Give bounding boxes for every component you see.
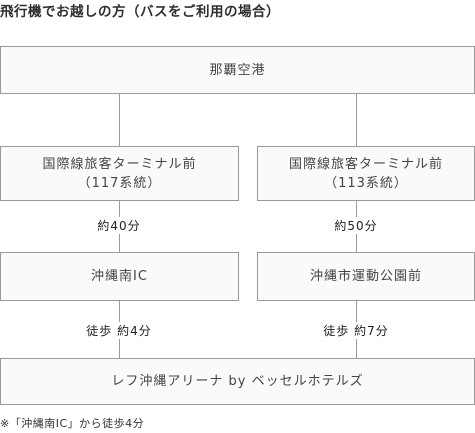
boarding-stop-box-left: 国際線旅客ターミナル前 （117系統） <box>0 146 239 201</box>
connector-start-right <box>356 94 357 146</box>
destination-label: レフ沖縄アリーナ by ベッセルホテルズ <box>111 374 364 389</box>
connector-start-left <box>119 94 120 146</box>
boarding-stop-name-right: 国際線旅客ターミナル前 <box>288 156 443 172</box>
get-off-stop-name-right: 沖縄市運動公園前 <box>309 269 422 284</box>
boarding-stop-box-right: 国際線旅客ターミナル前 （113系統） <box>257 146 475 201</box>
footnote: ※「沖縄南IC」から徒歩4分 <box>0 417 145 430</box>
bus-time-right: 約50分 <box>331 217 381 234</box>
destination-box: レフ沖縄アリーナ by ベッセルホテルズ <box>0 358 475 405</box>
start-label: 那覇空港 <box>209 62 266 78</box>
get-off-stop-box-right: 沖縄市運動公園前 <box>257 252 475 301</box>
walk-time-right: 徒歩 約7分 <box>320 322 392 339</box>
diagram-title: 飛行機でお越しの方（バスをご利用の場合） <box>0 4 280 20</box>
start-box: 那覇空港 <box>0 46 475 94</box>
bus-route-number-left: （117系統） <box>77 175 162 191</box>
boarding-stop-name-left: 国際線旅客ターミナル前 <box>42 156 197 172</box>
bus-route-number-right: （113系統） <box>324 175 408 191</box>
bus-time-left: 約40分 <box>94 217 144 234</box>
get-off-stop-name-left: 沖縄南IC <box>91 269 148 284</box>
walk-time-left: 徒歩 約4分 <box>83 322 155 339</box>
get-off-stop-box-left: 沖縄南IC <box>0 252 239 301</box>
